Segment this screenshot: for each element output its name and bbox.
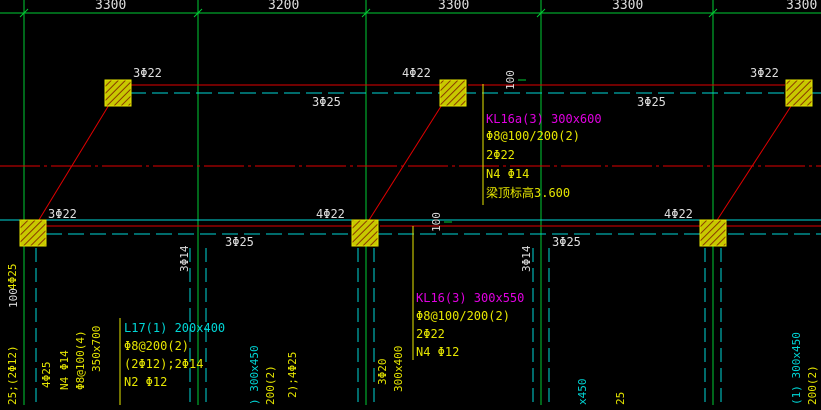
second-row-texts: 3Φ22 4Φ22 4Φ22 3Φ25 3Φ25 100 3Φ14 3Φ14: [48, 207, 693, 272]
left-a: 4Φ25: [6, 264, 19, 291]
kl16-stirrup: Φ8@100/200(2): [416, 309, 510, 323]
second-span-right: 3Φ25: [552, 235, 581, 249]
frag-d: 3Φ20: [376, 359, 389, 386]
column-3: [785, 79, 813, 107]
left-f: Φ8@100(4): [74, 330, 87, 390]
kl16a-top-bar: 2Φ22: [486, 148, 515, 162]
kl16a-name: KL16a(3) 300x600: [486, 112, 602, 126]
dimension-texts: 3300 3200 3300 3300 3300: [95, 0, 817, 13]
axis-lines: [0, 84, 821, 229]
left-edge-texts: 4Φ25 100 25;(2Φ12) 4Φ25 N4 Φ14 Φ8@100(4)…: [6, 264, 103, 406]
kl16-annotation: KL16(3) 300x550 Φ8@100/200(2) 2Φ22 N4 Φ1…: [416, 291, 524, 359]
bottom-fragments: ) 300x450 200(2) 2);4Φ25 3Φ20 300x400 x4…: [248, 332, 819, 405]
l17-bars: (2Φ12);2Φ14: [124, 357, 203, 371]
vert-text-b: 3Φ14: [520, 245, 533, 272]
dim-3: 3300: [438, 0, 469, 13]
second-span-left: 3Φ25: [225, 235, 254, 249]
l17-annotation: L17(1) 200x400 Φ8@200(2) (2Φ12);2Φ14 N2 …: [124, 321, 225, 389]
left-e: N4 Φ14: [58, 350, 71, 390]
l17-side-bar: N2 Φ12: [124, 375, 167, 389]
column-1: [104, 79, 132, 107]
leader-lines: [119, 84, 484, 405]
top-left-col: 3Φ22: [133, 66, 162, 80]
kl16a-side-bar: N4 Φ14: [486, 167, 529, 181]
vert-text-a: 3Φ14: [178, 245, 191, 272]
frag-i: 200(2): [806, 365, 819, 405]
top-right-col: 3Φ22: [750, 66, 779, 80]
second-left-col: 3Φ22: [48, 207, 77, 221]
frag-b: 200(2): [264, 365, 277, 405]
column-4: [19, 219, 47, 247]
left-g: 350x700: [90, 326, 103, 372]
kl16-side-bar: N4 Φ12: [416, 345, 459, 359]
column-2: [439, 79, 467, 107]
frag-e: 300x400: [392, 346, 405, 392]
diag-3: [711, 99, 796, 229]
dim-2: 3200: [268, 0, 299, 13]
kl16-name: KL16(3) 300x550: [416, 291, 524, 305]
left-d: 4Φ25: [40, 362, 53, 389]
top-row-texts: 3Φ22 4Φ22 3Φ22 3Φ25 3Φ25 100: [133, 66, 779, 109]
frag-a: ) 300x450: [248, 345, 261, 405]
dim-4: 3300: [612, 0, 643, 13]
frag-c: 2);4Φ25: [286, 352, 299, 398]
kl16a-elevation: 梁顶标高3.600: [486, 185, 570, 200]
top-gap: 100: [504, 70, 517, 90]
l17-stirrup: Φ8@200(2): [124, 339, 189, 353]
frag-f: x450: [576, 379, 589, 406]
l17-name: L17(1) 200x400: [124, 321, 225, 335]
second-right-col: 4Φ22: [664, 207, 693, 221]
kl16a-stirrup: Φ8@100/200(2): [486, 129, 580, 143]
frag-g: 25: [614, 392, 627, 405]
top-span-right: 3Φ25: [637, 95, 666, 109]
kl16-top-bar: 2Φ22: [416, 327, 445, 341]
top-span-left: 3Φ25: [312, 95, 341, 109]
column-5: [351, 219, 379, 247]
dim-5: 3300: [786, 0, 817, 13]
columns: [19, 79, 813, 247]
kl16a-annotation: KL16a(3) 300x600 Φ8@100/200(2) 2Φ22 N4 Φ…: [486, 112, 602, 200]
dim-1: 3300: [95, 0, 126, 13]
second-gap: 100: [430, 212, 443, 232]
frag-h: (1) 300x450: [790, 332, 803, 405]
column-6: [699, 219, 727, 247]
diag-1: [33, 99, 113, 229]
cyan-lines: [0, 92, 821, 405]
second-mid-col: 4Φ22: [316, 207, 345, 221]
left-c: 25;(2Φ12): [6, 345, 19, 405]
dimension-ticks: [19, 8, 718, 18]
diag-2: [363, 99, 446, 229]
top-mid-col: 4Φ22: [402, 66, 431, 80]
gap-markers: [444, 79, 526, 223]
left-b: 100: [7, 288, 20, 308]
